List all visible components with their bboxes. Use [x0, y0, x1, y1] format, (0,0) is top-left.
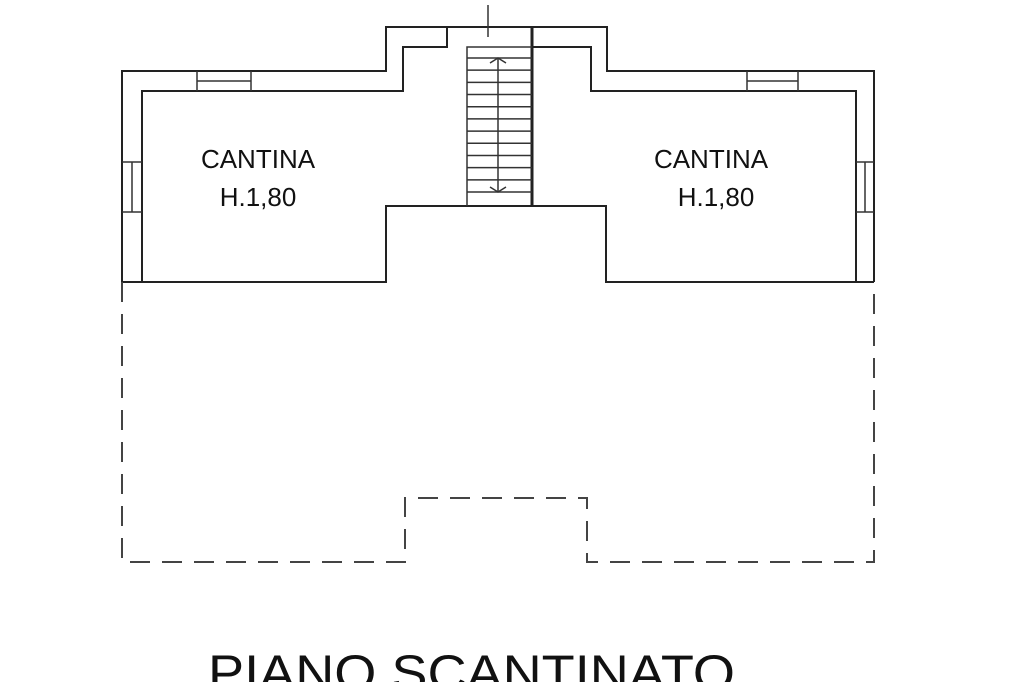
room-name: CANTINA	[201, 144, 316, 174]
window-side-left	[122, 161, 142, 213]
arrow-head-up-icon	[489, 57, 507, 64]
room-name: CANTINA	[654, 144, 769, 174]
bottom-wall	[122, 205, 874, 283]
arrow-head-down-icon	[489, 186, 507, 193]
window-side-right	[856, 161, 874, 213]
inner-wall-right	[532, 46, 857, 282]
inner-wall-left	[141, 27, 448, 282]
dashed-outline	[121, 282, 875, 563]
room-height: H.1,80	[220, 182, 297, 212]
plan-title: PIANO SCANTINATO	[208, 645, 735, 682]
ground-floor-outline	[121, 282, 875, 563]
outer-wall	[121, 26, 875, 282]
stair-outline	[466, 46, 532, 206]
staircase	[466, 5, 532, 206]
window-top-right	[746, 71, 799, 91]
room-height: H.1,80	[678, 182, 755, 212]
room-left: CANTINA H.1,80	[201, 144, 316, 212]
windows	[122, 71, 874, 213]
room-right: CANTINA H.1,80	[654, 144, 769, 212]
walls	[121, 26, 875, 283]
window-top-left	[196, 71, 252, 91]
